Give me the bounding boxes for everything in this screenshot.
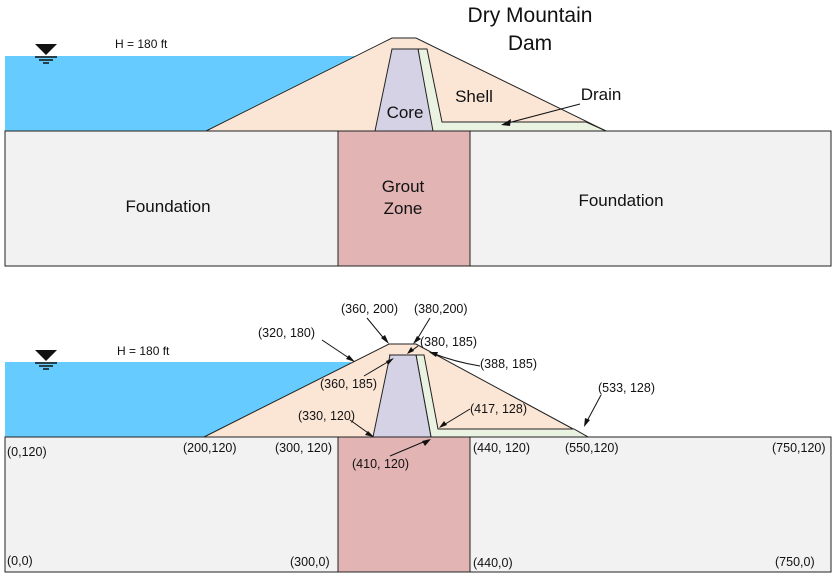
coord-330-120: (330, 120) [298,409,355,423]
coord-300-0: (300,0) [290,555,330,569]
drain-label: Drain [581,85,622,104]
coord-300-120: (300, 120) [275,441,332,455]
coord-533-128: (533, 128) [598,381,655,395]
leader-arrowheads [346,335,590,446]
grout-label-line2: Zone [384,199,423,218]
coord-550-120: (550,120) [565,441,619,455]
coord-0-120: (0,120) [7,445,47,459]
coord-380-200: (380,200) [414,302,468,316]
foundation-left-label: Foundation [125,197,210,216]
coord-417-128: (417, 128) [470,402,527,416]
foundation-right-label: Foundation [578,191,663,210]
foundation-left [4,130,339,267]
leader-lines [321,317,602,457]
water-level-icon-2 [35,350,57,370]
grout-zone [337,130,471,267]
coord-200-120: (200,120) [183,441,237,455]
title-line2: Dam [508,32,552,55]
drain-arrow [503,103,581,125]
shell-label: Shell [455,87,493,106]
coord-440-120: (440, 120) [473,441,530,455]
coord-410-120: (410, 120) [352,457,409,471]
coord-440-0: (440,0) [473,556,513,570]
bottom-diagram: H = 180 ft (360, 200) (380,200) (320, 18… [4,302,832,573]
core-label: Core [387,103,424,122]
foundation-right [469,130,832,267]
water-level-icon [35,44,57,64]
coord-360-200: (360, 200) [341,302,398,316]
coord-750-0: (750,0) [775,555,815,569]
grout-zone-2 [337,436,471,573]
grout-label-line1: Grout [382,177,425,196]
foundation-right-2 [469,436,832,573]
drain-arrow-head [501,119,511,126]
coord-360-185: (360, 185) [320,377,377,391]
water-level-label-2: H = 180 ft [117,344,170,358]
coord-320-180: (320, 180) [258,326,315,340]
coord-750-120: (750,120) [772,441,826,455]
coord-380-185: (380, 185) [420,335,477,349]
title-line1: Dry Mountain [468,4,593,27]
top-diagram: H = 180 ft Dry Mountain Dam Core Shell D… [4,4,832,267]
foundation-left-2 [4,436,339,573]
water-level-label: H = 180 ft [115,37,168,51]
coord-0-0: (0,0) [7,554,33,568]
coord-388-185: (388, 185) [480,357,537,371]
